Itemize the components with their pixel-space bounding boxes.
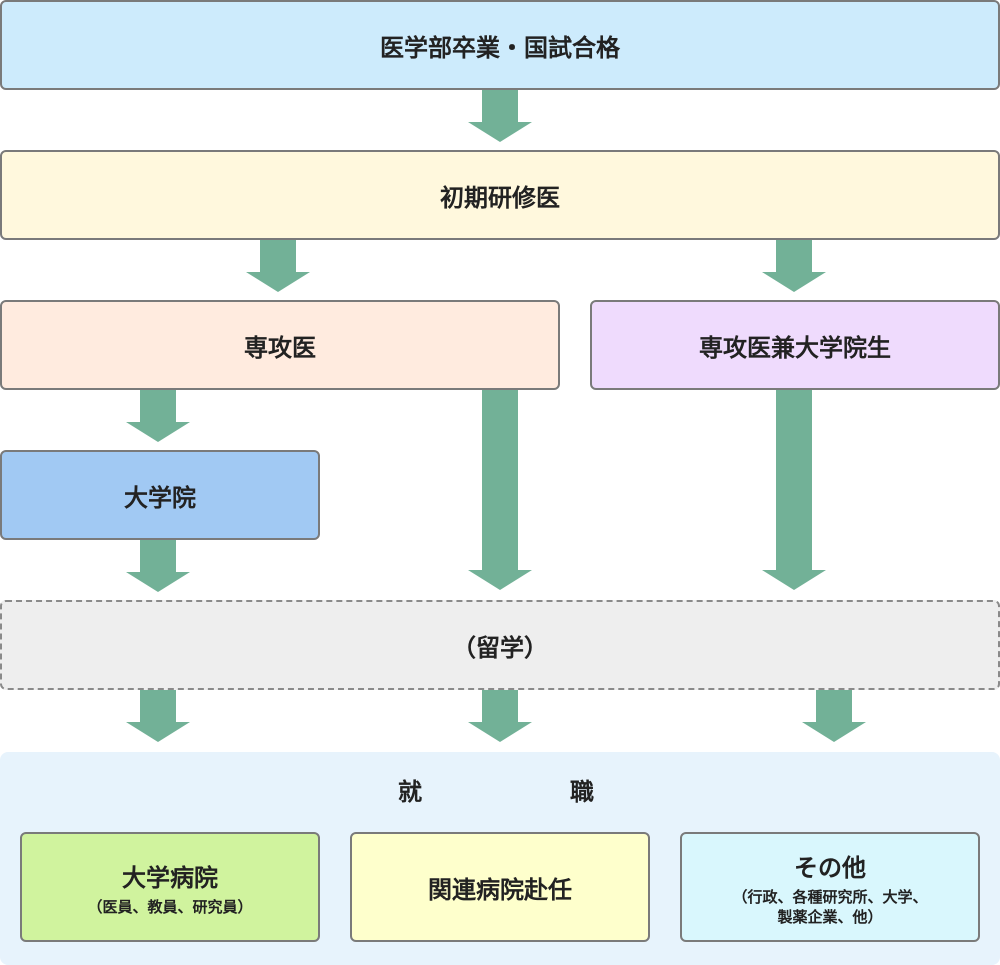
initial-resident-label: 初期研修医 [440,183,560,212]
specialist-grad-label: 専攻医兼大学院生 [699,333,891,362]
graduation-box: 医学部卒業・国試合格 [0,0,1000,90]
specialist-label: 専攻医 [244,333,316,362]
graduate-school-box: 大学院 [0,450,320,540]
specialist-grad-box: 専攻医兼大学院生 [590,300,1000,390]
employment-title-left: 就 [398,778,422,806]
graduation-label: 医学部卒業・国試合格 [380,33,620,62]
employment-title-right: 職 [570,778,594,806]
study-abroad-box: （留学） [0,600,1000,690]
graduate-school-label: 大学院 [124,483,196,512]
affiliated-hospital-box: 関連病院赴任 [350,832,650,942]
university-hospital-sublabel: （医員、教員、研究員） [87,897,253,916]
university-hospital-label: 大学病院 [122,863,218,892]
university-hospital-box: 大学病院 （医員、教員、研究員） [20,832,320,942]
initial-resident-box: 初期研修医 [0,150,1000,240]
other-sublabel-1: （行政、各種研究所、大学、 [732,887,928,906]
other-box: その他 （行政、各種研究所、大学、 製薬企業、他） [680,832,980,942]
other-sublabel-2: 製薬企業、他） [777,907,883,926]
study-abroad-label: （留学） [452,633,548,662]
affiliated-hospital-label: 関連病院赴任 [428,875,572,904]
other-label: その他 [794,853,866,882]
specialist-box: 専攻医 [0,300,560,390]
